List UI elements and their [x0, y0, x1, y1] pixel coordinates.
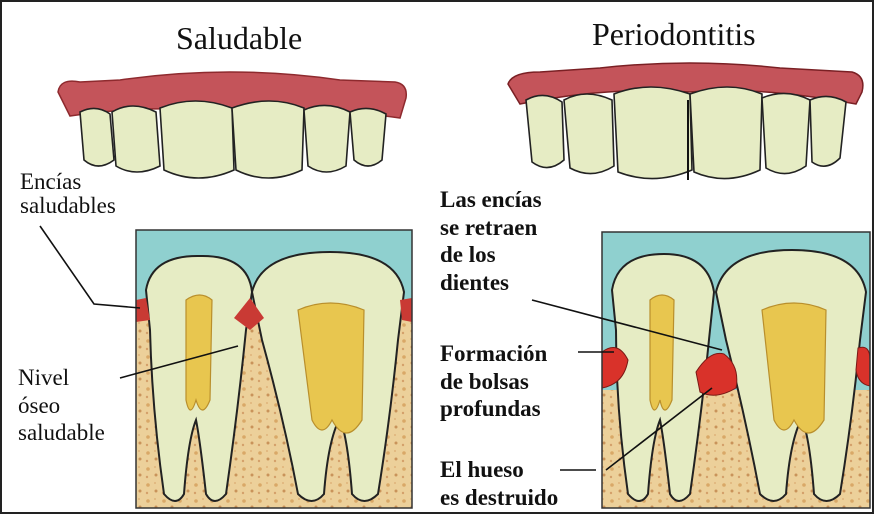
label-line: El hueso: [440, 456, 558, 484]
label-line: es destruido: [440, 484, 558, 512]
tooth-shape: [350, 108, 386, 166]
label-line: óseo: [18, 392, 105, 420]
healthy-smile: [58, 72, 406, 178]
tooth-shape: [564, 94, 614, 174]
disease-smile: [508, 63, 863, 180]
tooth-shape: [690, 87, 762, 179]
pulp: [650, 295, 674, 410]
tooth-shape: [160, 101, 234, 178]
label-line: Encías: [20, 170, 116, 194]
tooth-shape: [614, 87, 692, 179]
label-line: profundas: [440, 395, 547, 423]
label-gums-recede: Las encías se retraen de los dientes: [440, 186, 542, 296]
label-line: dientes: [440, 269, 542, 297]
label-line: saludables: [20, 194, 116, 218]
label-line: de los: [440, 241, 542, 269]
leader-line-gums-healthy: [40, 226, 140, 308]
tooth-shape: [80, 108, 114, 166]
label-deep-pockets: Formación de bolsas profundas: [440, 340, 547, 423]
disease-cross-section: [602, 232, 870, 508]
tooth-shape: [526, 95, 564, 167]
tooth-shape: [304, 105, 350, 172]
title-healthy: Saludable: [176, 22, 302, 56]
label-line: Nivel: [18, 364, 105, 392]
label-line: saludable: [18, 419, 105, 447]
label-line: de bolsas: [440, 368, 547, 396]
label-line: se retraen: [440, 214, 542, 242]
tooth-shape: [762, 93, 810, 173]
label-bone-destroyed: El hueso es destruido: [440, 456, 558, 511]
pulp: [186, 295, 212, 410]
label-healthy-gums: Encías saludables: [20, 170, 116, 218]
title-periodontitis: Periodontitis: [592, 18, 756, 52]
healthy-teeth: [80, 101, 386, 178]
healthy-cross-section: [136, 230, 412, 508]
label-line: Formación: [440, 340, 547, 368]
tooth-shape: [112, 106, 160, 172]
label-line: Las encías: [440, 186, 542, 214]
label-healthy-bone-level: Nivel óseo saludable: [18, 364, 105, 447]
tooth-shape: [232, 101, 304, 178]
disease-teeth: [526, 87, 846, 179]
tooth-shape: [810, 96, 846, 166]
